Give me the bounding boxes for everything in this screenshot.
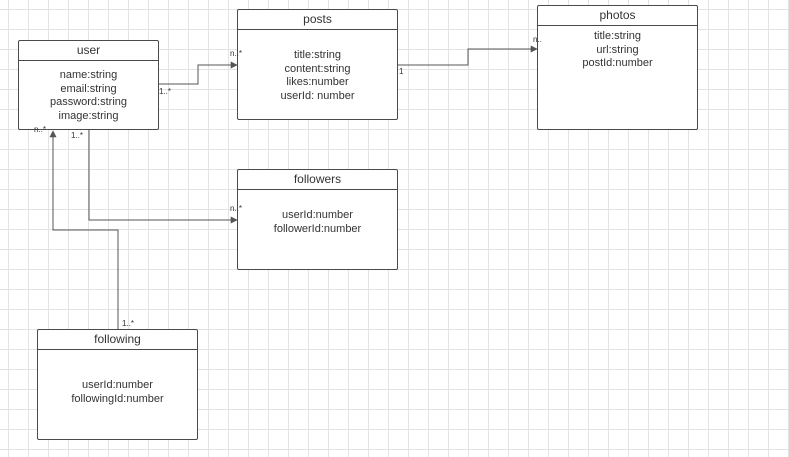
entity-followers-fields: userId:number followerId:number bbox=[238, 190, 397, 236]
field-followers-userid: userId:number bbox=[282, 209, 353, 221]
entity-user-fields: name:string email:string password:string… bbox=[19, 61, 158, 123]
entity-following[interactable]: following userId:number followingId:numb… bbox=[37, 329, 198, 440]
field-photos-title: title:string bbox=[593, 30, 642, 42]
entity-photos-title: photos bbox=[538, 6, 697, 26]
field-posts-title: title:string bbox=[293, 49, 342, 61]
field-user-image: image:string bbox=[58, 109, 119, 122]
entity-following-fields: userId:number followingId:number bbox=[38, 350, 197, 406]
entity-user[interactable]: user name:string email:string password:s… bbox=[18, 40, 159, 130]
entity-user-title: user bbox=[19, 41, 158, 61]
entity-posts-fields: title:string content:string likes:number… bbox=[238, 30, 397, 103]
field-photos-url: url:string bbox=[596, 43, 639, 56]
field-following-followingid: followingId:number bbox=[71, 392, 164, 405]
field-posts-content: content:string bbox=[284, 62, 351, 75]
entity-photos-fields: title:string url:string postId:number bbox=[538, 26, 697, 71]
mult-following-user-target: n..* bbox=[34, 125, 47, 134]
mult-user-posts-source: 1..* bbox=[159, 87, 172, 96]
mult-posts-photos-target: n.. bbox=[533, 35, 542, 44]
mult-user-posts-target: n..* bbox=[230, 49, 243, 58]
field-posts-userid: userId: number bbox=[280, 89, 355, 102]
connector-user-followers[interactable] bbox=[88, 130, 238, 224]
field-user-password: password:string bbox=[49, 96, 128, 108]
mult-following-user-source: 1..* bbox=[122, 319, 135, 328]
connector-following-user[interactable] bbox=[49, 130, 119, 330]
connector-posts-photos[interactable] bbox=[398, 45, 538, 66]
field-photos-postid: postId:number bbox=[582, 57, 653, 69]
connector-user-posts[interactable] bbox=[158, 61, 238, 85]
entity-followers-title: followers bbox=[238, 170, 397, 190]
mult-user-followers-source: 1..* bbox=[71, 131, 84, 140]
field-user-email: email:string bbox=[60, 82, 117, 95]
entity-following-title: following bbox=[38, 330, 197, 350]
mult-posts-photos-source: 1 bbox=[399, 67, 404, 76]
entity-posts[interactable]: posts title:string content:string likes:… bbox=[237, 9, 398, 120]
entity-photos[interactable]: photos title:string url:string postId:nu… bbox=[537, 5, 698, 130]
field-following-userid: userId:number bbox=[82, 379, 153, 391]
entity-followers[interactable]: followers userId:number followerId:numbe… bbox=[237, 169, 398, 270]
field-posts-likes: likes:number bbox=[286, 76, 349, 88]
field-user-name: name:string bbox=[59, 69, 118, 81]
mult-user-followers-target: n..* bbox=[230, 204, 243, 213]
entity-posts-title: posts bbox=[238, 10, 397, 30]
field-followers-followerid: followerId:number bbox=[273, 222, 362, 235]
